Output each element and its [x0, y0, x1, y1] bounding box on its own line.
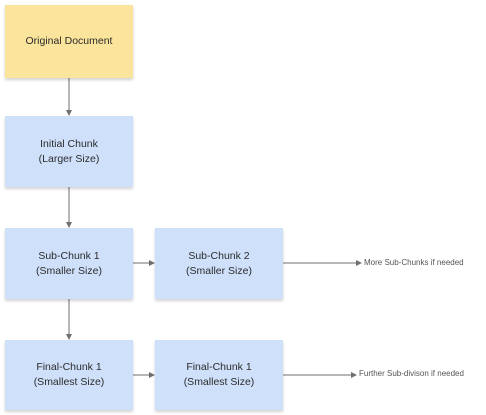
node-original-document-label: Original Document — [25, 35, 113, 47]
node-final-chunk-right-size: (Smallest Size) — [183, 376, 255, 388]
node-original-document: Original Document — [5, 5, 133, 78]
node-final-chunk-left-title: Final-Chunk 1 — [36, 361, 102, 373]
edge-label-more-sub-chunks: More Sub-Chunks if needed — [364, 258, 464, 267]
node-sub-chunk-2-title: Sub-Chunk 2 — [188, 249, 250, 262]
node-sub-chunk-1-size: (Smaller Size) — [36, 264, 102, 277]
node-sub-chunk-1-title: Sub-Chunk 1 — [38, 249, 100, 262]
node-initial-chunk-size: (Larger Size) — [38, 152, 100, 165]
node-final-chunk-left: Final-Chunk 1 (Smallest Size) — [5, 340, 133, 410]
node-final-chunk-right: Final-Chunk 1 (Smallest Size) — [155, 340, 283, 410]
node-sub-chunk-2-size: (Smaller Size) — [186, 264, 252, 277]
node-sub-chunk-1: Sub-Chunk 1 (Smaller Size) — [5, 228, 133, 299]
node-initial-chunk: Initial Chunk (Larger Size) — [5, 116, 133, 187]
node-final-chunk-right-title: Final-Chunk 1 — [186, 361, 252, 373]
node-sub-chunk-2: Sub-Chunk 2 (Smaller Size) — [155, 228, 283, 299]
node-initial-chunk-title: Initial Chunk — [40, 137, 98, 150]
node-final-chunk-left-size: (Smallest Size) — [33, 376, 105, 388]
edge-label-further-subdivision: Further Sub-divison if needed — [359, 369, 464, 378]
